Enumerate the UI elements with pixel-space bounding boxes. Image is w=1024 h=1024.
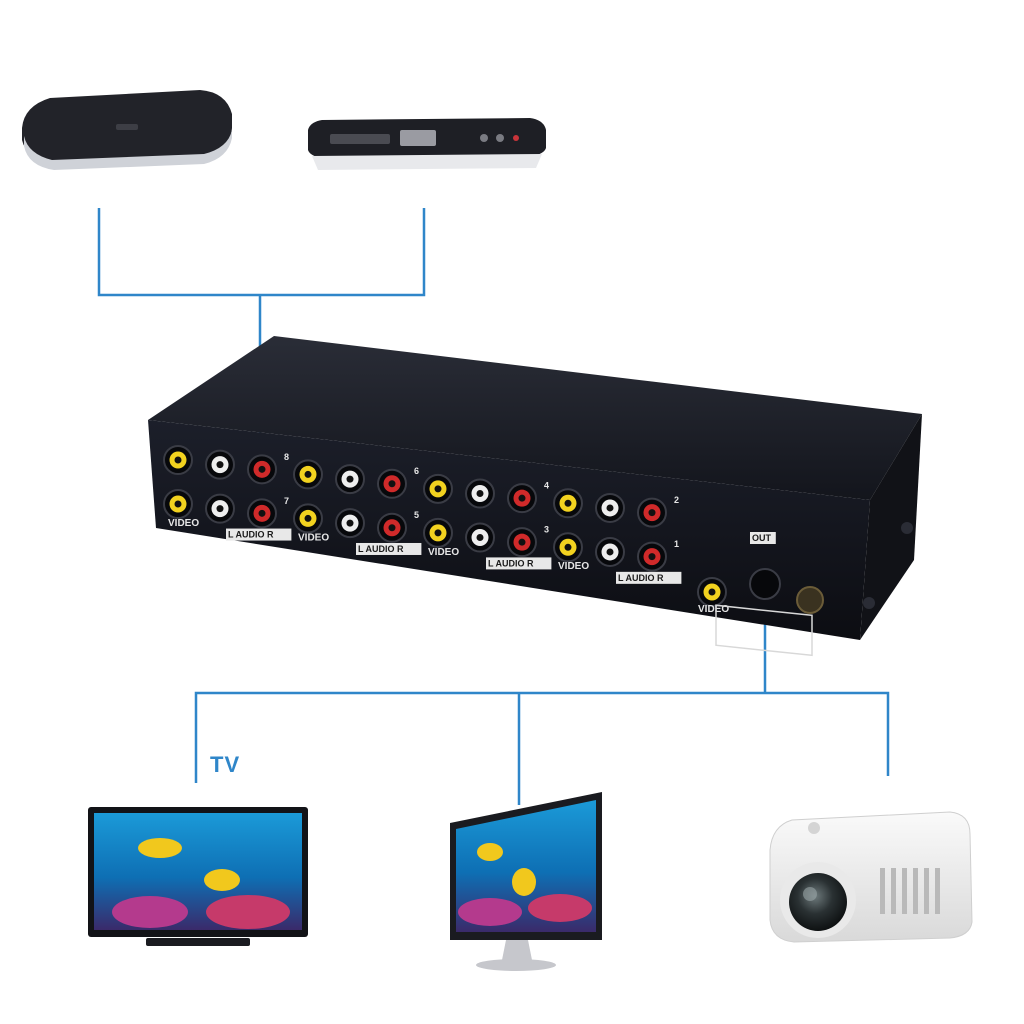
output-coax-jack — [796, 586, 824, 614]
video-label-2: VIDEO — [298, 532, 329, 543]
rca-jack-group4-top-2 — [637, 497, 667, 528]
rca-jack-group2-top-0 — [293, 459, 323, 490]
tv-icon — [88, 807, 308, 946]
video-label-4: VIDEO — [558, 561, 589, 572]
audio-label-3-bg — [486, 557, 552, 570]
input-number-8: 8 — [284, 452, 289, 462]
input-number-6: 6 — [414, 466, 419, 476]
rca-jack-group3-bottom-1 — [465, 522, 495, 553]
input-number-5: 5 — [414, 510, 419, 520]
rca-jack-group4-top-1 — [595, 492, 625, 523]
rca-jack-group3-bottom-2 — [507, 527, 537, 558]
rca-jack-group2-bottom-1 — [335, 508, 365, 539]
switch-top-face — [148, 336, 922, 500]
output-video-label: VIDEO — [698, 604, 729, 615]
projector-icon — [769, 811, 973, 943]
rca-jack-group1-bottom-2 — [247, 498, 277, 529]
video-label-3: VIDEO — [428, 547, 459, 558]
dvd-player-icon — [308, 118, 546, 170]
rca-jack-group1-top-0 — [163, 445, 193, 475]
audio-label-1-bg — [226, 528, 292, 541]
rca-jack-group1-top-2 — [247, 454, 277, 485]
audio-label-2: L AUDIO R — [358, 544, 404, 554]
rca-jack-group4-bottom-2 — [637, 541, 667, 572]
rca-jack-group3-top-2 — [507, 483, 537, 514]
audio-label-4: L AUDIO R — [618, 573, 664, 583]
connection-lines — [97, 208, 890, 805]
input-number-1: 1 — [674, 539, 679, 549]
tv-box-icon — [22, 90, 232, 170]
audio-label-1: L AUDIO R — [228, 530, 274, 540]
input-number-4: 4 — [544, 481, 549, 491]
tv-label: TV — [210, 752, 241, 777]
output-line-bus — [194, 691, 890, 783]
rca-jack-group4-bottom-0 — [553, 532, 583, 563]
switch-side-face — [860, 414, 922, 640]
input-number-2: 2 — [674, 495, 679, 505]
audio-label-3: L AUDIO R — [488, 558, 534, 568]
rca-jack-group2-top-2 — [377, 468, 407, 499]
input-number-7: 7 — [284, 496, 289, 506]
out-label-bg — [750, 532, 776, 544]
input-number-3: 3 — [544, 525, 549, 535]
rca-jack-group3-top-0 — [423, 473, 453, 504]
rca-jack-group1-top-1 — [205, 449, 235, 480]
rca-jack-group2-bottom-2 — [377, 512, 407, 543]
audio-label-2-bg — [356, 542, 422, 555]
output-video-jack — [697, 577, 727, 607]
rca-jack-group2-bottom-0 — [293, 503, 323, 534]
rca-jack-group1-bottom-0 — [163, 489, 193, 519]
rca-jack-group2-top-1 — [335, 464, 365, 495]
audio-label-4-bg — [616, 571, 682, 584]
rca-jack-group3-top-1 — [465, 478, 495, 509]
video-label-1: VIDEO — [168, 518, 199, 529]
input-line-left — [97, 208, 426, 297]
monitor-icon — [450, 792, 602, 971]
rca-jack-group4-top-0 — [553, 488, 583, 519]
output-svideo-jack — [749, 568, 781, 600]
rca-jack-group3-bottom-0 — [423, 517, 453, 548]
rca-jack-group1-bottom-1 — [205, 493, 235, 524]
out-bracket — [715, 604, 813, 657]
switch-front-face — [148, 420, 870, 640]
rca-jack-group4-bottom-1 — [595, 536, 625, 567]
out-label: OUT — [752, 533, 772, 543]
